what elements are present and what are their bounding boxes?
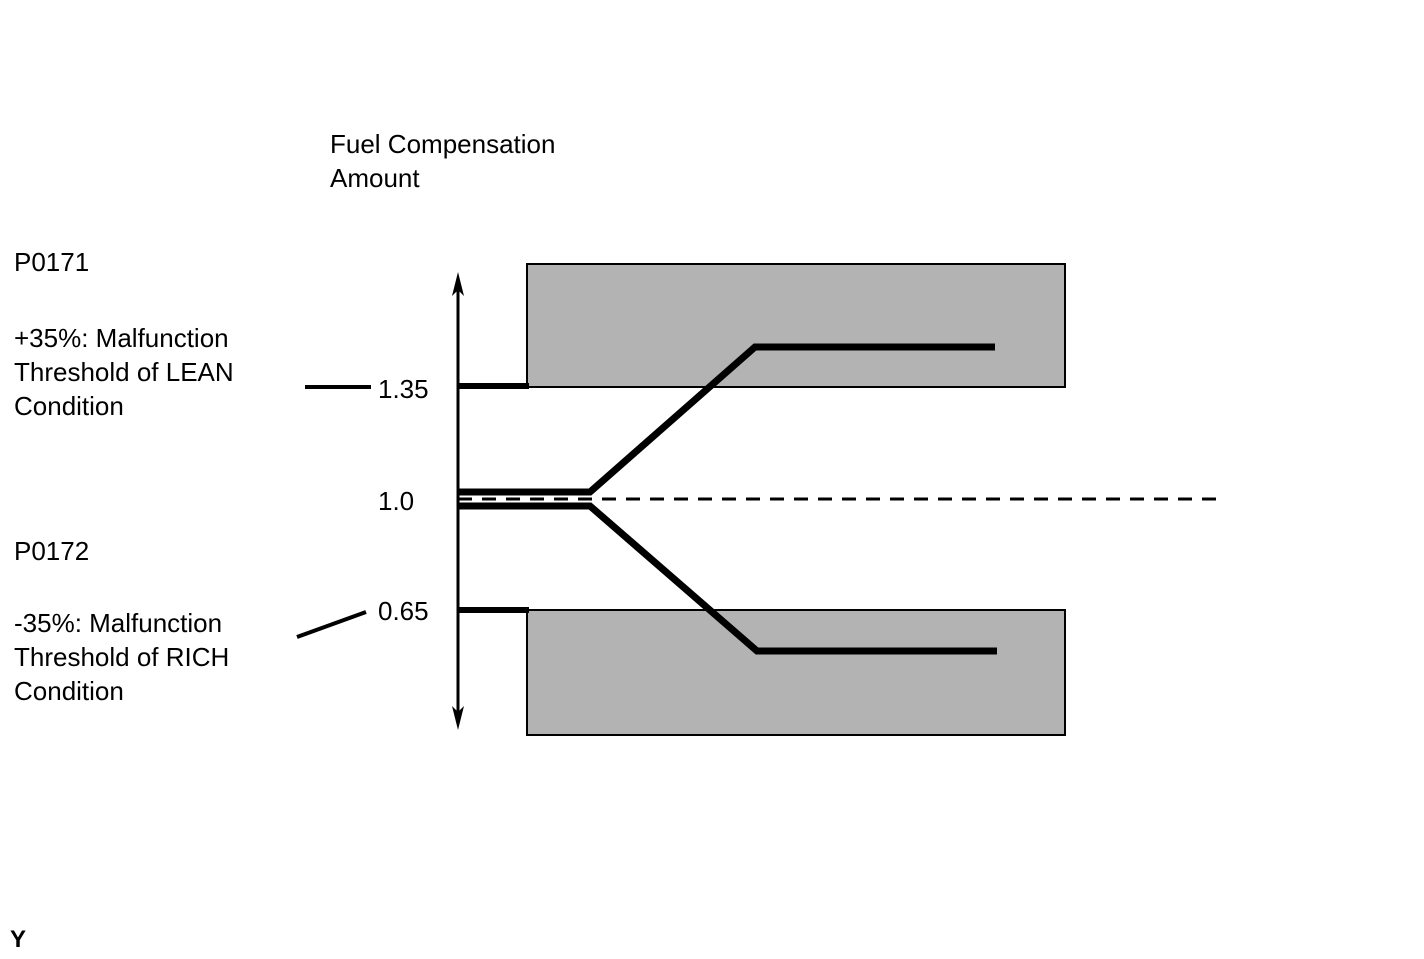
lean-malfunction-zone: [526, 263, 1066, 388]
lean-threshold-annotation: +35%: Malfunction Threshold of LEAN Cond…: [14, 323, 234, 421]
corner-mark: Y: [10, 926, 27, 953]
axis-tick-label-mid: 1.0: [378, 486, 415, 516]
dtc-code-rich-p0172: P0172: [14, 536, 90, 566]
rich-threshold-annotation: -35%: Malfunction Threshold of RICH Cond…: [14, 608, 230, 706]
dtc-code-lean-p0171: P0171: [14, 247, 90, 277]
axis-arrow-down-icon: [452, 706, 464, 730]
chart-title: Fuel Compensation Amount: [330, 129, 556, 193]
rich-malfunction-zone: [526, 609, 1066, 736]
axis-arrow-up-icon: [452, 272, 464, 296]
rich-drift-trace: [458, 502, 997, 655]
leader-line-lower-threshold: [296, 610, 367, 639]
axis-tick-label-upper: 1.35: [378, 374, 429, 404]
axis-tick-label-lower: 0.65: [378, 596, 429, 626]
lean-drift-trace: [458, 343, 995, 496]
